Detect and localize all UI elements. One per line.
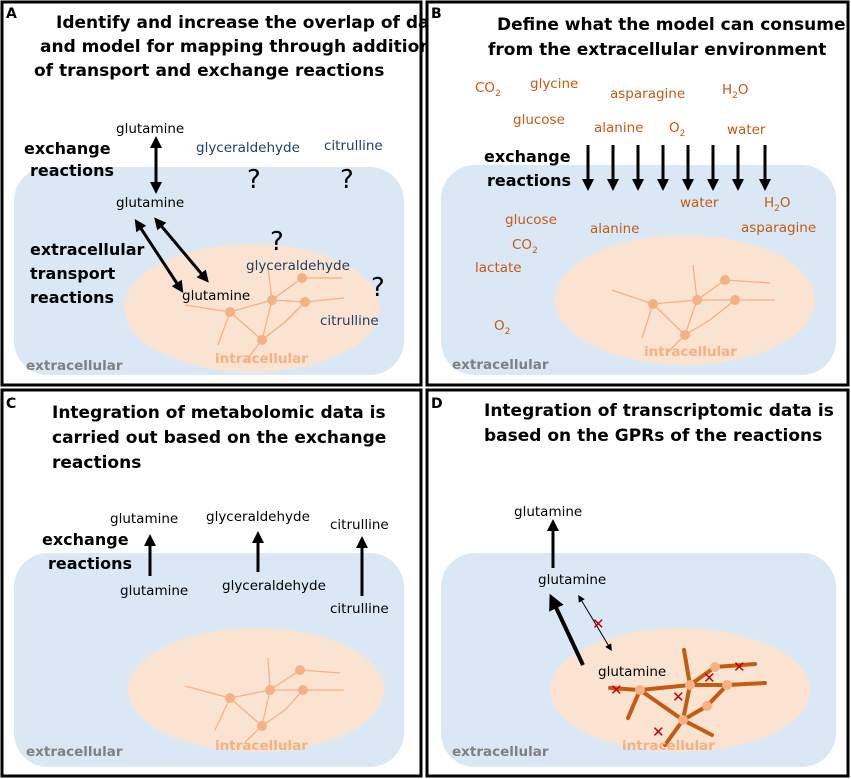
citrulline-outside: citrulline: [324, 138, 383, 154]
panel-d-title-line-2: based on the GPRs of the reactions: [484, 426, 822, 446]
h2o-extracellular: H2O: [764, 195, 791, 214]
network-nodes: [225, 273, 310, 345]
missing-transport-mark-1: ?: [270, 227, 284, 257]
intracellular-region: [550, 628, 810, 752]
panel-c-title-line-3: reactions: [52, 453, 141, 473]
lactate-extracellular: lactate: [475, 260, 522, 276]
glycine-outside: glycine: [530, 76, 578, 92]
glucose-outside: glucose: [513, 112, 565, 128]
blocked-reaction-mark: ✕: [703, 669, 716, 687]
blocked-reaction-mark: ✕: [733, 658, 746, 676]
blocked-reaction-mark: ✕: [652, 723, 665, 741]
intracellular-region: [555, 235, 815, 365]
transport-label-line-1: extracellular: [30, 240, 144, 259]
intracellular-label: intracellular: [215, 351, 308, 367]
uptake-arrows: [582, 145, 771, 191]
extracellular-label: extracellular: [452, 744, 549, 760]
panel-a-title-line-3: of transport and exchange reactions: [34, 61, 384, 81]
water-extracellular: water: [680, 195, 719, 211]
panel-d-label: D: [431, 396, 443, 412]
panel-c: C Integration of metabolomic data is car…: [0, 388, 423, 778]
blocked-reaction-mark: ✕: [672, 688, 685, 706]
extracellular-label: extracellular: [26, 744, 123, 760]
network-nodes: [648, 275, 740, 340]
glucose-extracellular: glucose: [505, 212, 557, 228]
panel-a-title-line-1: Identify and increase the overlap of dat…: [56, 13, 449, 33]
asparagine-extracellular: asparagine: [741, 220, 816, 236]
o2-extracellular: O2: [494, 318, 510, 337]
glutamine-extracellular: glutamine: [120, 583, 188, 599]
network-nodes: [225, 665, 308, 731]
glutamine-transport-arrow: [549, 593, 585, 666]
glutamine-intracellular: glutamine: [598, 664, 666, 680]
intracellular-label: intracellular: [622, 738, 715, 754]
glutamine-extracellular: glutamine: [116, 195, 184, 211]
glutamine-outside: glutamine: [116, 121, 184, 137]
transport-label-line-3: reactions: [30, 288, 114, 307]
panel-d-title-line-1: Integration of transcriptomic data is: [484, 401, 834, 421]
blocked-reaction-mark: ✕: [610, 681, 623, 699]
exchange-label-line-1: exchange: [484, 147, 571, 166]
blocked-reaction-mark: ✕: [592, 615, 605, 633]
blocked-reaction-marks: ✕ ✕ ✕ ✕ ✕ ✕: [592, 615, 746, 741]
panel-a: A Identify and increase the overlap of d…: [0, 0, 449, 387]
exchange-label-line-1: exchange: [42, 530, 129, 549]
exchange-label-line-2: reactions: [48, 554, 132, 573]
panel-b-title-line-2: from the extracellular environment: [488, 40, 826, 60]
metabolic-network: [184, 267, 345, 363]
panel-b: B Define what the model can consume from…: [425, 0, 850, 387]
blocked-transport-arrow: [578, 594, 612, 652]
missing-glyceraldehyde-mark: ?: [247, 165, 261, 195]
asparagine-outside: asparagine: [610, 86, 685, 102]
panel-d: D Integration of transcriptomic data is …: [425, 388, 850, 778]
exchange-label-line-2: reactions: [30, 161, 114, 180]
alanine-extracellular: alanine: [590, 221, 639, 237]
metabolic-network: [184, 657, 344, 743]
o2-outside: O2: [669, 120, 685, 139]
alanine-outside: alanine: [594, 120, 643, 136]
water-outside: water: [727, 122, 766, 138]
co2-extracellular: CO2: [512, 237, 538, 256]
glutamine-outside: glutamine: [110, 511, 178, 527]
panel-a-label: A: [6, 6, 17, 22]
citrulline-intracellular: citrulline: [320, 313, 379, 329]
exchange-label-line-2: reactions: [487, 171, 571, 190]
missing-citrulline-mark: ?: [340, 165, 354, 195]
citrulline-outside: citrulline: [330, 517, 389, 533]
glyceraldehyde-extracellular: glyceraldehyde: [222, 578, 326, 594]
metabolic-network: [611, 264, 775, 353]
glutamine-extracellular: glutamine: [538, 572, 606, 588]
citrulline-extracellular: citrulline: [330, 601, 389, 617]
extracellular-label: extracellular: [26, 358, 123, 374]
panel-b-title-line-1: Define what the model can consume: [497, 15, 846, 35]
transport-arrow-2: [154, 217, 209, 283]
glutamine-intracellular: glutamine: [182, 288, 250, 304]
exchange-label-line-1: exchange: [24, 139, 111, 158]
transport-label-line-2: transport: [30, 264, 116, 283]
extracellular-label: extracellular: [452, 357, 549, 373]
panel-c-title-line-1: Integration of metabolomic data is: [52, 403, 386, 423]
panel-b-label: B: [431, 6, 442, 22]
glyceraldehyde-outside: glyceraldehyde: [196, 140, 300, 156]
intracellular-region: [128, 628, 384, 752]
panel-c-label: C: [6, 396, 16, 412]
co2-outside: CO2: [475, 80, 501, 99]
network-nodes: [635, 662, 732, 725]
intracellular-label: intracellular: [644, 344, 737, 360]
intracellular-label: intracellular: [215, 738, 308, 754]
glyceraldehyde-intracellular: glyceraldehyde: [246, 258, 350, 274]
glutamine-outside: glutamine: [514, 504, 582, 520]
missing-transport-mark-2: ?: [371, 273, 385, 303]
h2o-outside: H2O: [722, 82, 749, 101]
glyceraldehyde-outside: glyceraldehyde: [206, 509, 310, 525]
panel-c-title-line-2: carried out based on the exchange: [52, 428, 386, 448]
panel-a-title-line-2: and model for mapping through addition: [40, 37, 431, 57]
